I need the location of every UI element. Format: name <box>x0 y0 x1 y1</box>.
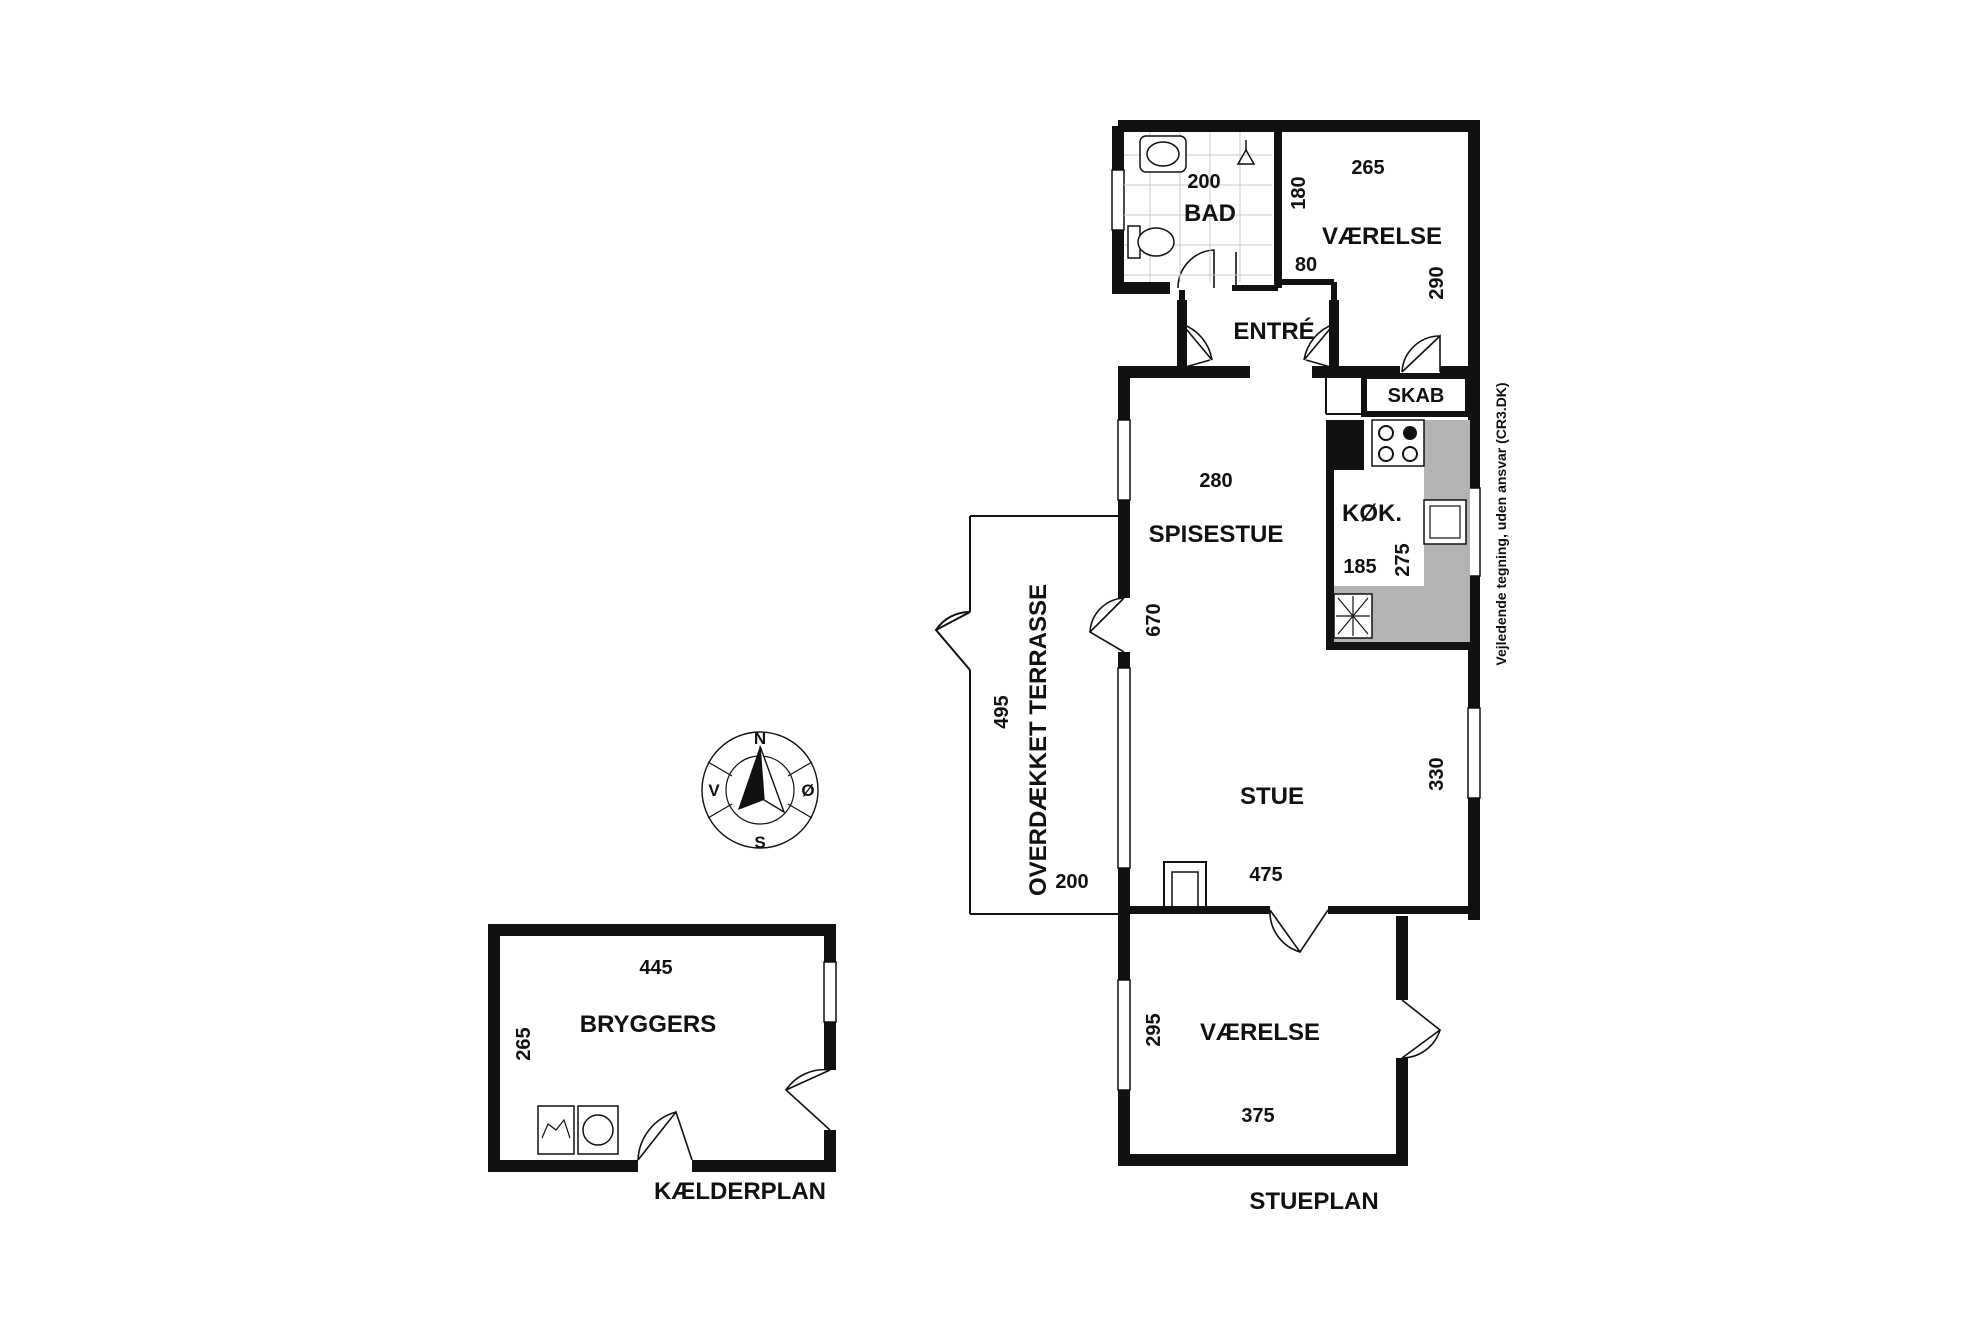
bathroom-fixtures <box>1124 132 1272 282</box>
plan-title-stueplan: STUEPLAN <box>1249 1188 1378 1215</box>
dim-bad-width: 200 <box>1187 171 1220 193</box>
plan-title-kaelderplan: KÆLDERPLAN <box>654 1178 826 1205</box>
compass-n: N <box>754 729 766 748</box>
door <box>1401 999 1442 1059</box>
sink-icon <box>1423 499 1467 545</box>
room-label-stue: STUE <box>1240 783 1304 810</box>
window <box>1111 169 1125 231</box>
burner <box>1378 446 1394 462</box>
room-label-vaerelse-top: VÆRELSE <box>1322 223 1442 250</box>
dim-living-height: 670 <box>1143 603 1165 636</box>
skab-box <box>1361 373 1471 417</box>
kitchen-pillar <box>1326 420 1364 470</box>
dim-kok-height: 275 <box>1392 543 1414 576</box>
kitchen-wall <box>1326 470 1470 650</box>
compass-rose: N S Ø V <box>701 729 819 852</box>
stueplan-walls <box>1111 120 1481 1166</box>
dim-bryggers-height: 265 <box>513 1027 535 1060</box>
dim-vaerelse-width: 265 <box>1351 157 1384 179</box>
dim-vaerelse2-height: 295 <box>1143 1013 1165 1046</box>
terrasse-outline <box>934 515 1118 915</box>
dim-terrasse-width: 200 <box>1055 871 1088 893</box>
burner <box>1378 425 1394 441</box>
door <box>1269 909 1329 954</box>
dim-vaerelse-height: 290 <box>1426 266 1448 299</box>
door <box>784 1069 831 1131</box>
door <box>1088 597 1125 653</box>
dim-vaerelse-side-b: 80 <box>1295 254 1317 276</box>
cooktop-icon <box>1371 419 1425 467</box>
window <box>823 961 837 1023</box>
door <box>1181 323 1213 361</box>
dim-terrasse-length: 495 <box>991 695 1013 728</box>
burner <box>1402 446 1418 462</box>
dim-vaerelse-side-a: 180 <box>1288 176 1310 209</box>
door <box>1177 249 1215 289</box>
compass-s: S <box>754 833 765 852</box>
kaelderplan-walls <box>488 924 837 1172</box>
window <box>1117 979 1131 1091</box>
door <box>1303 323 1335 361</box>
window <box>1117 667 1131 869</box>
doors <box>1088 249 1442 1059</box>
door <box>637 1110 693 1161</box>
fireplace-icon <box>1163 861 1207 910</box>
dim-spisestue-width: 280 <box>1199 470 1232 492</box>
kitchen-counter <box>1334 420 1470 642</box>
room-label-bad: BAD <box>1184 200 1236 227</box>
dim-vaerelse2-width: 375 <box>1241 1105 1274 1127</box>
room-label-skab: SKAB <box>1388 385 1445 407</box>
dim-kok-width: 185 <box>1343 556 1376 578</box>
dryer-icon <box>577 1105 619 1155</box>
door <box>934 611 971 671</box>
window <box>1467 707 1481 799</box>
dimension-labels: 200 265 180 80 290 280 185 275 670 495 2… <box>513 157 1448 1127</box>
plan-titles: STUEPLAN KÆLDERPLAN <box>654 1178 1379 1215</box>
room-labels: BAD VÆRELSE ENTRÉ SKAB KØK. SPISESTUE ST… <box>580 200 1445 1046</box>
disclaimer-note: Vejledende tegning, uden ansvar (CR3.DK) <box>1493 382 1509 665</box>
room-label-spisestue: SPISESTUE <box>1149 521 1284 548</box>
shower-icon <box>1236 148 1256 165</box>
dim-bryggers-width: 445 <box>639 957 672 979</box>
compass-needle-icon <box>738 746 764 810</box>
wall <box>488 924 836 1172</box>
wall <box>1118 120 1480 378</box>
room-label-kok: KØK. <box>1342 500 1402 527</box>
dim-stue-height: 330 <box>1426 757 1448 790</box>
compass-w: V <box>708 781 720 800</box>
compass-e: Ø <box>801 781 814 800</box>
burner <box>1403 426 1417 440</box>
dim-stue-width: 475 <box>1249 864 1282 886</box>
room-label-entre: ENTRÉ <box>1233 317 1314 345</box>
room-label-bryggers: BRYGGERS <box>580 1011 716 1038</box>
window <box>1117 419 1131 501</box>
room-label-terrasse: OVERDÆKKET TERRASSE <box>1025 584 1052 896</box>
room-label-vaerelse-bottom: VÆRELSE <box>1200 1019 1320 1046</box>
